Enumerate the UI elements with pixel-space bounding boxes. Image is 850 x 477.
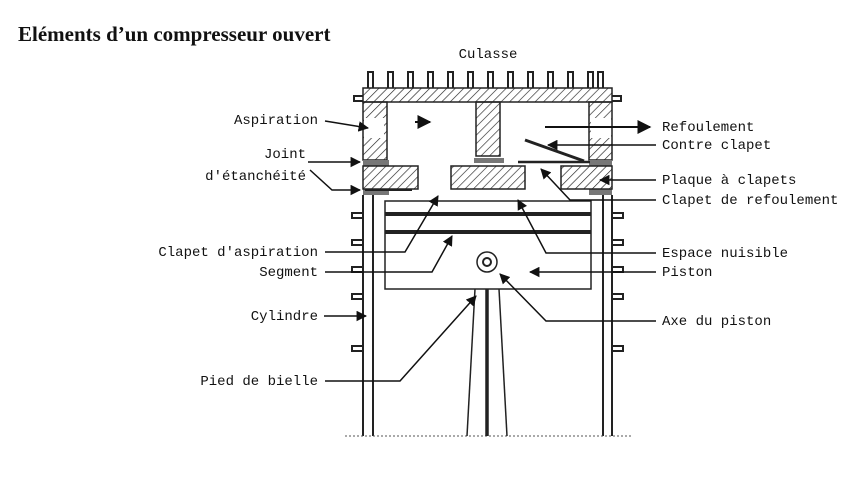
label-espace-nuisible: Espace nuisible: [662, 246, 788, 262]
leader-axe-piston: [499, 273, 656, 322]
label-joint-line1: Joint: [264, 147, 306, 163]
label-plaque-clapets: Plaque à clapets: [662, 173, 796, 189]
discharge-valve: [518, 138, 590, 164]
diagram-title: Eléments d’un compresseur ouvert: [18, 22, 331, 46]
leader-joint-bottom: [309, 169, 362, 196]
labels: Culasse Aspiration Joint d'étanchéité Cl…: [158, 47, 838, 390]
label-clapet-aspiration: Clapet d'aspiration: [158, 245, 318, 261]
label-aspiration: Aspiration: [234, 113, 318, 129]
leader-aspiration: [324, 120, 370, 132]
label-contre-clapet: Contre clapet: [662, 138, 771, 154]
label-culasse: Culasse: [459, 47, 518, 63]
label-clapet-refoulement: Clapet de refoulement: [662, 193, 838, 209]
head-fins: [367, 71, 604, 88]
piston-pin: [476, 251, 498, 273]
label-pied-bielle: Pied de bielle: [200, 374, 318, 390]
piston: [384, 200, 592, 290]
connecting-rod: [466, 288, 508, 437]
leader-clapet-aspiration: [325, 195, 439, 253]
valve-plate: [362, 165, 613, 190]
head-side-fins: [353, 95, 622, 102]
label-joint-line2: d'étanchéité: [205, 169, 306, 185]
label-axe-piston: Axe du piston: [662, 314, 771, 330]
leader-espace-nuisible: [517, 199, 656, 254]
leader-pied-bielle: [325, 295, 477, 382]
cylinder-head: [353, 71, 622, 161]
label-piston: Piston: [662, 265, 712, 281]
label-refoulement: Refoulement: [662, 120, 754, 136]
label-segment: Segment: [259, 265, 318, 281]
label-cylindre: Cylindre: [251, 309, 318, 325]
cylinder: [362, 195, 613, 436]
gaskets: [363, 158, 612, 195]
leader-lines: [308, 120, 656, 382]
leader-clapet-refoulement: [540, 168, 656, 201]
leader-segment: [325, 235, 453, 273]
